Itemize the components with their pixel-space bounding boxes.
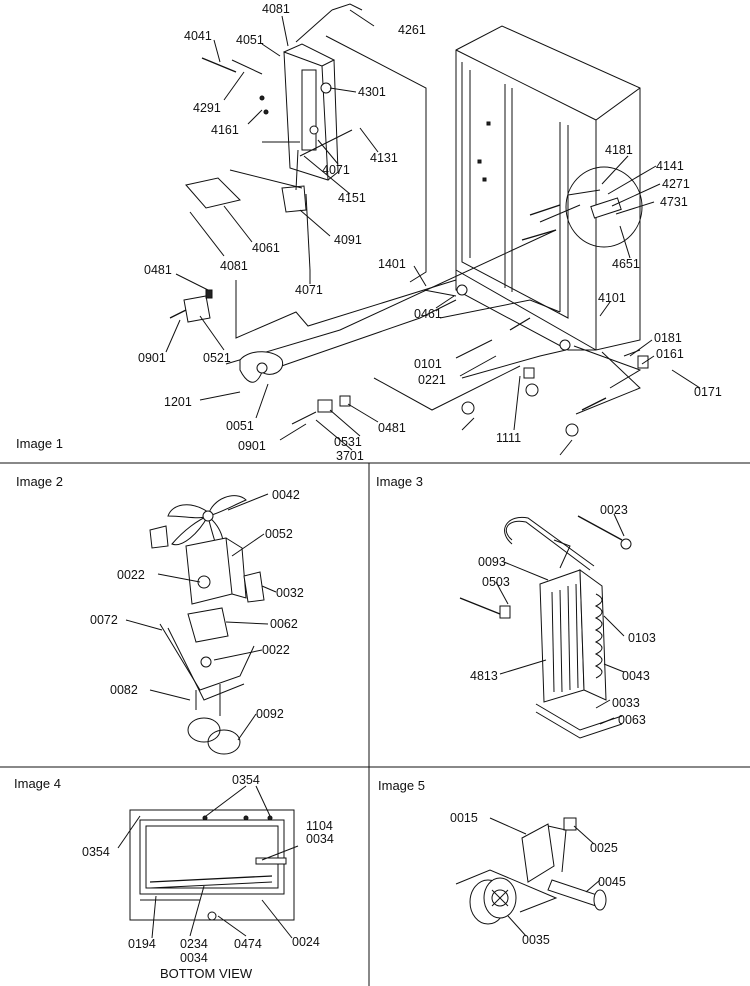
part-label: 1104: [306, 819, 333, 833]
part-label: 4071: [322, 163, 350, 177]
left-small-parts: [169, 289, 284, 383]
part-label: 1401: [378, 257, 406, 271]
image2-artwork: [125, 493, 277, 755]
part-label: 4181: [605, 143, 633, 157]
part-label: 0024: [292, 935, 320, 949]
part-label: 0521: [203, 351, 231, 365]
image1-labels: Image 1 4081 4261 4041 4051 4291 4301 41…: [16, 2, 722, 463]
part-label: 1201: [164, 395, 192, 409]
image1-leaders: [165, 9, 701, 451]
image4-artwork: [117, 785, 299, 939]
part-label: 0461: [414, 307, 442, 321]
part-label: 0093: [478, 555, 506, 569]
part-label: 4151: [338, 191, 366, 205]
part-label: 0531: [334, 435, 362, 449]
part-label: 0901: [138, 351, 166, 365]
part-label: 0101: [414, 357, 442, 371]
panel-dividers: [0, 462, 750, 986]
part-label: 0234: [180, 937, 208, 951]
part-label: 0354: [232, 773, 260, 787]
part-label: 0181: [654, 331, 682, 345]
part-label: 0062: [270, 617, 298, 631]
panel-caption-4: Image 4: [14, 776, 61, 791]
image5-artwork: [455, 817, 607, 937]
part-label: 4041: [184, 29, 212, 43]
part-label: 0032: [276, 586, 304, 600]
part-label: 4091: [334, 233, 362, 247]
image1-artwork: [165, 3, 701, 456]
part-label: 0063: [618, 713, 646, 727]
part-label: 0025: [590, 841, 618, 855]
part-label: 0042: [272, 488, 300, 502]
part-label: 0051: [226, 419, 254, 433]
part-label: 4101: [598, 291, 626, 305]
part-label: 4301: [358, 85, 386, 99]
part-label: 0045: [598, 875, 626, 889]
part-label: 0901: [238, 439, 266, 453]
image2-labels: Image 2 0042 0052 0022 0032 0072 0062 00…: [16, 474, 304, 721]
part-label: 0194: [128, 937, 156, 951]
part-label: 0023: [600, 503, 628, 517]
panel-caption-2: Image 2: [16, 474, 63, 489]
part-label: 0171: [694, 385, 722, 399]
part-label: 0474: [234, 937, 262, 951]
part-label: 0103: [628, 631, 656, 645]
part-label: 0034: [306, 832, 334, 846]
bottom-view-note: BOTTOM VIEW: [160, 966, 253, 981]
part-label: 1111: [496, 431, 521, 445]
part-label: 0052: [265, 527, 293, 541]
part-label: 4731: [660, 195, 688, 209]
evaporator-housing: [185, 3, 363, 271]
part-label: 4813: [470, 669, 498, 683]
refrigerator-cabinet: [455, 25, 643, 351]
part-label: 0092: [256, 707, 284, 721]
part-label: 0034: [180, 951, 208, 965]
part-label: 4141: [656, 159, 684, 173]
part-label: 0015: [450, 811, 478, 825]
part-label: 4651: [612, 257, 640, 271]
part-label: 0043: [622, 669, 650, 683]
part-label: 0022: [117, 568, 145, 582]
part-label: 4071: [295, 283, 323, 297]
part-label: 4291: [193, 101, 221, 115]
panel-caption-3: Image 3: [376, 474, 423, 489]
part-label: 0354: [82, 845, 110, 859]
image5-labels: Image 5 0015 0025 0045 0035: [378, 778, 626, 947]
part-label: 0503: [482, 575, 510, 589]
part-label: 0022: [262, 643, 290, 657]
part-label: 0072: [90, 613, 118, 627]
part-label: 0481: [378, 421, 406, 435]
part-label: 0221: [418, 373, 446, 387]
part-label: 4261: [398, 23, 426, 37]
image4-labels: Image 4 0354 0354 1104 0034 0194 0234 00…: [14, 773, 334, 981]
panel-caption-1: Image 1: [16, 436, 63, 451]
part-label: 0033: [612, 696, 640, 710]
part-label: 4061: [252, 241, 280, 255]
part-label: 4051: [236, 33, 264, 47]
part-label: 3701: [336, 449, 364, 463]
part-label: 4161: [211, 123, 239, 137]
part-label: 4081: [262, 2, 290, 16]
image3-artwork: [459, 513, 632, 739]
part-label: 4081: [220, 259, 248, 273]
part-label: 4271: [662, 177, 690, 191]
panel-caption-5: Image 5: [378, 778, 425, 793]
part-label: 0035: [522, 933, 550, 947]
image3-labels: Image 3 0023 0093 0503 0103 4813 0043 00…: [376, 474, 656, 727]
part-label: 0082: [110, 683, 138, 697]
part-label: 4131: [370, 151, 398, 165]
part-label: 0481: [144, 263, 172, 277]
part-label: 0161: [656, 347, 684, 361]
